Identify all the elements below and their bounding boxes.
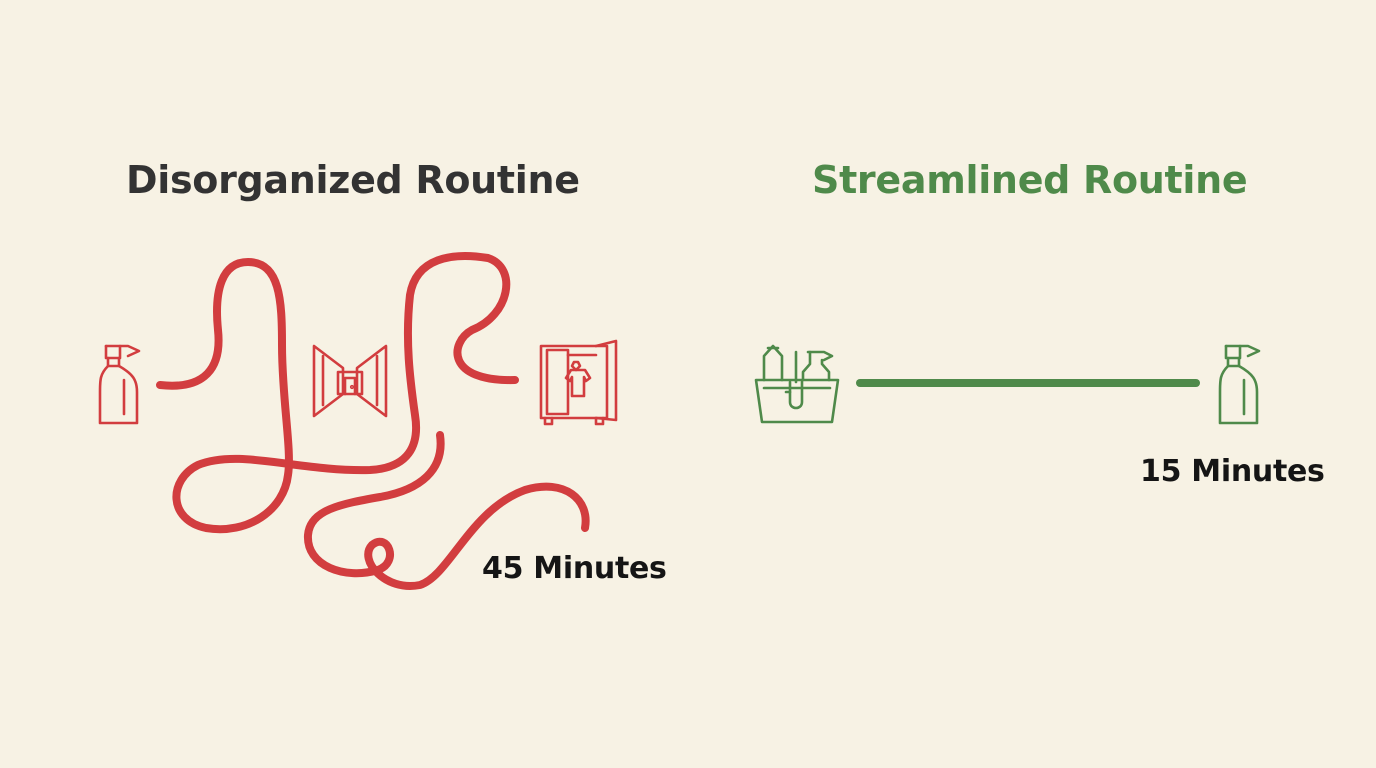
wardrobe-icon <box>539 339 618 426</box>
disorganized-panel <box>98 252 618 590</box>
disorganized-duration: 45 Minutes <box>482 551 667 586</box>
streamlined-panel <box>754 344 1261 425</box>
spray-bottle-icon <box>98 344 141 425</box>
cleaning-caddy-icon <box>754 344 840 424</box>
hallway-icon <box>312 344 388 418</box>
streamlined-title: Streamlined Routine <box>812 158 1248 202</box>
tangled-route-tail <box>304 431 590 590</box>
spray-bottle-icon <box>1218 344 1261 425</box>
tangled-route-path <box>156 252 519 534</box>
disorganized-title: Disorganized Routine <box>126 158 580 202</box>
streamlined-duration: 15 Minutes <box>1140 454 1325 489</box>
